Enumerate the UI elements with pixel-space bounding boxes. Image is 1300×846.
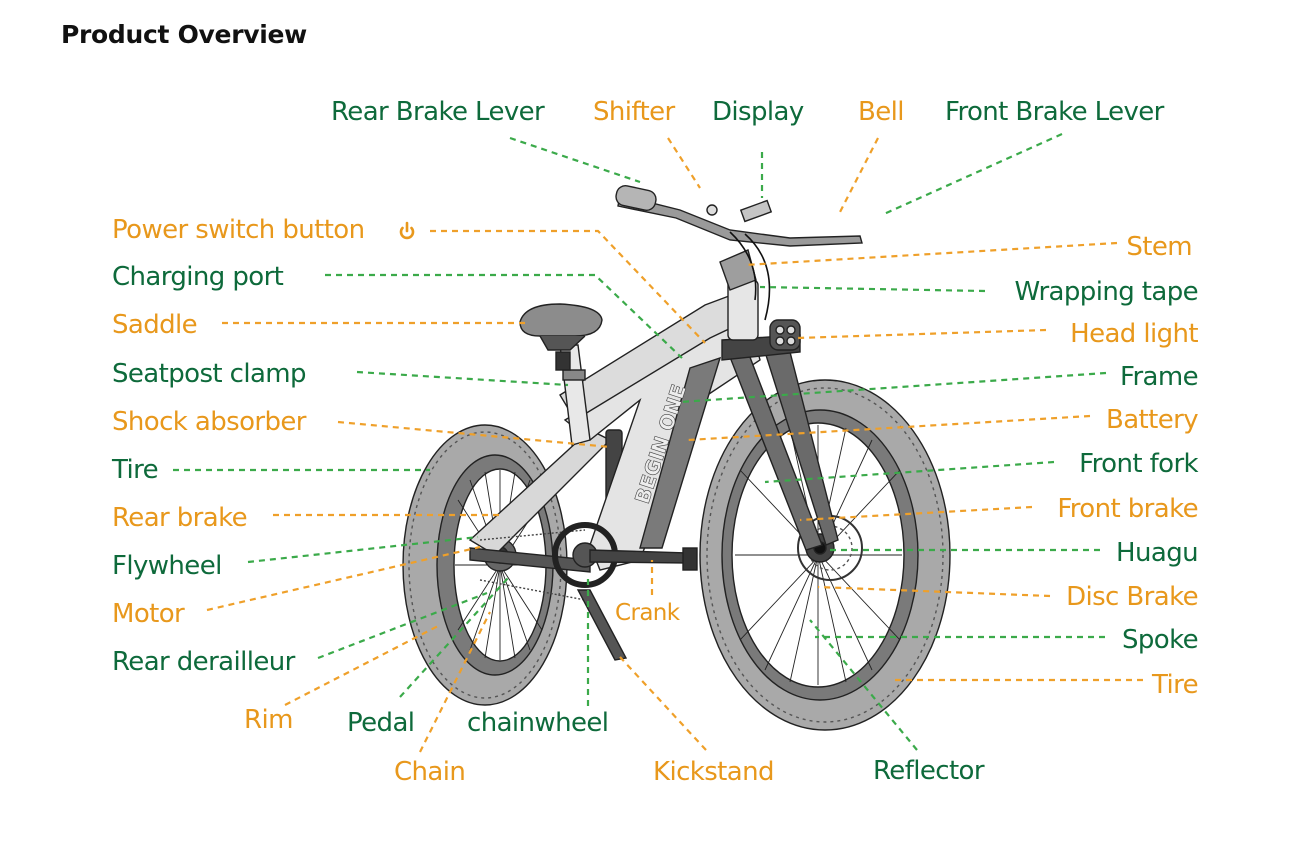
label-motor: Motor	[112, 599, 185, 629]
label-front-brake-lever: Front Brake Lever	[945, 97, 1165, 127]
label-rim: Rim	[244, 705, 293, 735]
head-light-part	[769, 319, 801, 351]
leader-rear-brake-lever	[509, 136, 641, 184]
left-grip	[615, 185, 657, 211]
label-wrapping-tape: Wrapping tape	[1015, 277, 1198, 307]
label-charging-port: Charging port	[112, 262, 284, 292]
page-title: Product Overview	[61, 20, 307, 49]
label-kickstand: Kickstand	[653, 757, 774, 787]
leader-power-switch	[430, 229, 706, 344]
leader-kickstand	[619, 656, 707, 751]
label-crank: Crank	[615, 600, 681, 626]
label-display: Display	[712, 97, 804, 127]
label-flywheel: Flywheel	[112, 551, 222, 581]
kickstand-part	[576, 589, 628, 661]
display-part	[739, 199, 773, 223]
label-reflector: Reflector	[873, 756, 985, 786]
handlebar	[617, 194, 863, 247]
ebike-illustration: BEGIN ONE	[402, 185, 951, 731]
crank-arm	[589, 549, 691, 564]
label-rear-brake: Rear brake	[112, 503, 247, 533]
label-head-light: Head light	[1070, 319, 1198, 349]
label-front-brake: Front brake	[1057, 494, 1198, 524]
leader-rim	[284, 624, 441, 706]
label-pedal: Pedal	[347, 708, 414, 738]
leader-wrapping-tape	[759, 285, 986, 293]
label-chain: Chain	[394, 757, 465, 787]
label-shifter: Shifter	[593, 97, 675, 127]
label-battery: Battery	[1106, 405, 1198, 435]
seatpost-clamp-part	[562, 369, 586, 381]
label-disc-brake: Disc Brake	[1066, 582, 1198, 612]
label-bell: Bell	[858, 97, 904, 127]
saddle-part	[519, 303, 603, 337]
leader-disc-brake	[817, 585, 1051, 598]
battery-part	[639, 356, 722, 549]
leader-shifter	[667, 137, 701, 189]
cables	[729, 231, 771, 321]
label-power-switch-button: Power switch button	[112, 215, 365, 245]
label-huagu: Huagu	[1116, 538, 1198, 568]
leader-seatpost-clamp	[356, 370, 569, 387]
pedal-part	[682, 547, 698, 571]
leader-rear-derailleur	[317, 591, 488, 660]
front-wheel	[699, 379, 951, 731]
label-frame: Frame	[1120, 362, 1198, 392]
leader-flywheel	[247, 535, 479, 564]
leader-front-fork	[764, 460, 1055, 484]
leader-bell	[839, 137, 879, 213]
leader-front-brake-lever	[883, 132, 1063, 216]
leader-frame	[679, 371, 1107, 404]
label-rear-derailleur: Rear derailleur	[112, 647, 296, 677]
label-rear-brake-lever: Rear Brake Lever	[331, 97, 545, 127]
leader-motor	[206, 545, 481, 612]
label-chainwheel: chainwheel	[467, 708, 608, 738]
leader-chain	[419, 611, 491, 753]
label-stem: Stem	[1126, 232, 1192, 262]
leader-head-light	[796, 328, 1047, 340]
label-shock-absorber: Shock absorber	[112, 407, 307, 437]
bell-part	[706, 204, 718, 216]
power-icon	[399, 221, 415, 240]
leader-shock-absorber	[337, 420, 611, 449]
label-tire-front: Tire	[1151, 670, 1198, 700]
leader-stem	[744, 241, 1118, 267]
label-saddle: Saddle	[112, 310, 197, 340]
chain-line	[479, 529, 586, 541]
leader-front-brake	[799, 505, 1033, 522]
leader-charging-port	[325, 273, 683, 359]
label-spoke: Spoke	[1122, 625, 1198, 655]
callout-labels: Rear Brake Lever Shifter Display Bell Fr…	[111, 97, 1199, 787]
label-tire-rear: Tire	[111, 455, 158, 485]
callout-leader-lines	[173, 132, 1143, 753]
leader-battery	[687, 414, 1091, 442]
leader-pedal	[399, 577, 509, 698]
label-seatpost-clamp: Seatpost clamp	[112, 359, 306, 389]
label-front-fork: Front fork	[1079, 449, 1198, 479]
